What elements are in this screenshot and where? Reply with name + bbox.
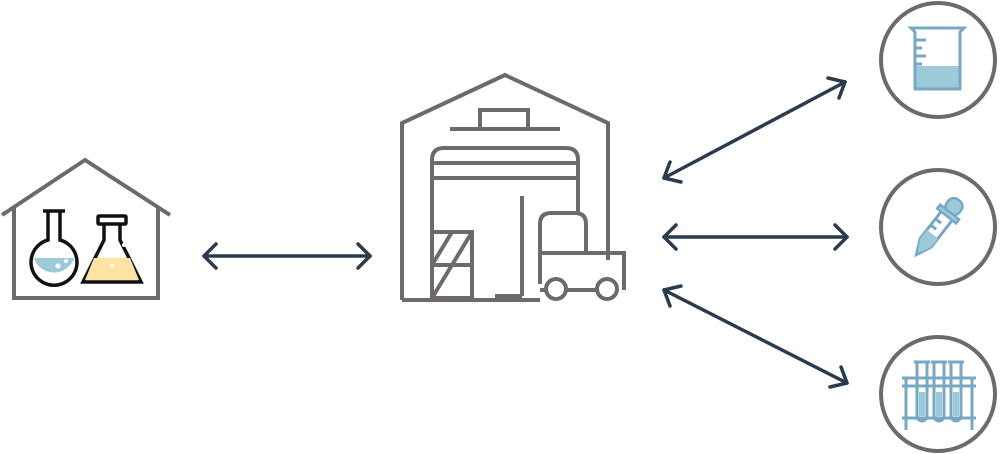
beaker-node [879, 1, 997, 119]
erlenmeyer-flask-icon [80, 214, 144, 284]
connector-arrow-warehouse-beaker [662, 76, 847, 184]
warehouse-forklift-icon [400, 72, 626, 302]
lab-flasks-house-icon [0, 157, 172, 300]
connector-arrow-warehouse-test-tubes [662, 284, 849, 389]
connector-arrow-lab-warehouse [202, 242, 372, 270]
dropper-icon [914, 196, 964, 258]
test-tube-rack-icon [902, 360, 976, 430]
round-flask-icon [29, 209, 79, 287]
beaker-icon [907, 26, 968, 91]
dropper-node [879, 168, 997, 286]
connector-arrow-warehouse-dropper [662, 223, 849, 251]
test-tubes-node [879, 335, 997, 453]
